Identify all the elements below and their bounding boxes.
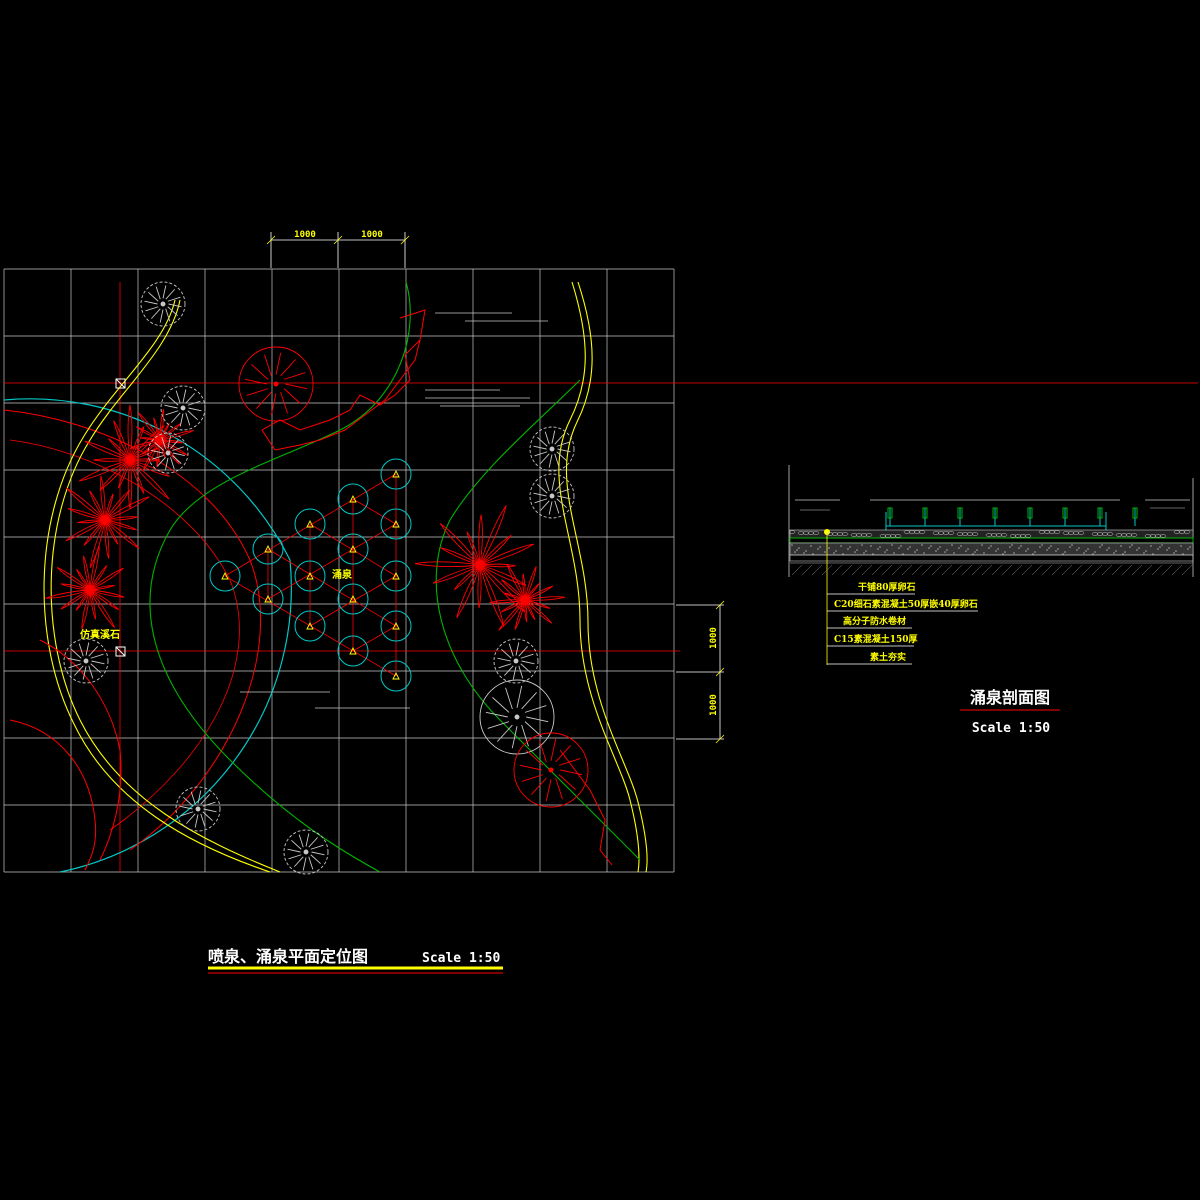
section-nozzle	[957, 507, 963, 526]
label-fountain: 涌泉	[332, 568, 353, 581]
dimension-right-2: 1000	[709, 694, 719, 716]
rock-outline	[9, 309, 613, 871]
jet-nozzle	[380, 508, 412, 540]
tree-icon	[479, 679, 555, 755]
tree-icon	[529, 473, 575, 519]
green-curves	[149, 281, 641, 873]
shrub-icon	[45, 545, 125, 630]
section-jets	[887, 507, 1138, 526]
jet-nozzle	[380, 560, 412, 592]
tree-icon	[63, 638, 109, 684]
section-nozzle	[887, 507, 893, 526]
shrub-clusters	[45, 404, 566, 631]
shrub-icon	[414, 505, 535, 626]
jet-nozzle	[380, 458, 412, 490]
path-edges	[43, 281, 648, 873]
tree-icon	[147, 432, 189, 474]
layer-text: C20细石素混凝土50厚嵌40厚卵石	[834, 598, 978, 610]
jet-nozzle	[252, 533, 284, 565]
tree-icon	[513, 732, 589, 808]
tree-icon	[238, 346, 314, 422]
layer-text: 干铺80厚卵石	[858, 581, 916, 593]
plan-title: 喷泉、涌泉平面定位图	[208, 947, 368, 966]
jet-nozzle	[252, 583, 284, 615]
layer-text: 高分子防水卷材	[843, 615, 906, 627]
jet-nozzle	[337, 583, 369, 615]
jet-nozzle	[294, 560, 326, 592]
plan-scale: Scale 1:50	[422, 951, 500, 966]
layer-label: C20细石素混凝土50厚嵌40厚卵石	[827, 598, 978, 612]
section-layer-labels: 干铺80厚卵石 C20细石素混凝土50厚嵌40厚卵石 高分子防水卷材 C15素混…	[827, 581, 978, 665]
jet-nozzle	[294, 610, 326, 642]
dimension-top-2: 1000	[361, 230, 383, 240]
section-nozzle	[992, 507, 998, 526]
tree-icon	[160, 385, 206, 431]
layer-label: C15素混凝土150厚	[827, 633, 917, 647]
section-title: 涌泉剖面图	[970, 688, 1050, 707]
section-nozzle	[1027, 507, 1033, 526]
section-nozzle	[1097, 507, 1103, 526]
shrub-icon	[78, 404, 170, 509]
section-scale: Scale 1:50	[972, 721, 1050, 736]
layer-label: 干铺80厚卵石	[827, 581, 916, 595]
tree-symbols	[63, 281, 589, 875]
layer-text: C15素混凝土150厚	[834, 633, 917, 645]
pool-outline	[3, 398, 292, 873]
jet-nozzle	[380, 610, 412, 642]
dimension-top	[266, 232, 410, 268]
fountain-jets	[209, 458, 412, 692]
dimension-right-1: 1000	[709, 627, 719, 649]
tree-icon	[283, 829, 329, 875]
tree-icon	[175, 786, 221, 832]
dimension-right	[676, 600, 725, 744]
jet-nozzle	[337, 635, 369, 667]
shrub-icon	[489, 563, 566, 631]
rock-markers	[115, 378, 126, 657]
shrub-icon	[65, 475, 150, 568]
tree-icon	[140, 281, 186, 327]
section-nozzle	[1132, 507, 1138, 526]
jet-nozzle	[209, 560, 241, 592]
water-lines	[240, 312, 548, 709]
section-nozzle	[1062, 507, 1068, 526]
dimension-top-1: 1000	[294, 230, 316, 240]
layer-text: 素土夯实	[870, 651, 906, 663]
layer-label: 高分子防水卷材	[827, 615, 912, 629]
tree-icon	[493, 638, 539, 684]
label-artificial-rock: 仿真溪石	[80, 628, 120, 641]
section-nozzle	[922, 507, 928, 526]
section-hatch	[788, 530, 1193, 576]
layer-label: 素土夯实	[827, 651, 912, 665]
jet-nozzle	[294, 508, 326, 540]
jet-nozzle	[337, 533, 369, 565]
jet-nozzle	[380, 660, 412, 692]
jet-nozzle	[337, 483, 369, 515]
plan-axis-lines	[4, 282, 1198, 872]
tree-icon	[529, 426, 575, 472]
